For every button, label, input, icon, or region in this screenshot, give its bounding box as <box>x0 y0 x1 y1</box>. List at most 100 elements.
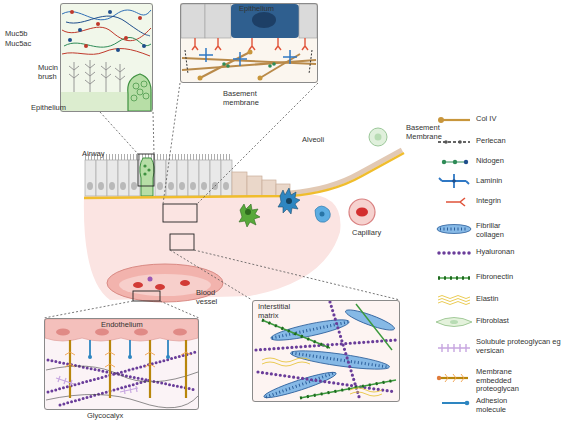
legend-label: Solubule proteoglycan eg versican <box>476 338 562 355</box>
interstitial-inset-art <box>262 320 330 348</box>
interstitial-inset-art <box>300 380 396 398</box>
zoom-leaders <box>160 301 199 318</box>
mucus-inset-art <box>108 10 112 14</box>
legend-samples <box>438 296 470 305</box>
glycocalyx-inset-art <box>185 340 187 398</box>
transition-epithelium <box>290 150 402 193</box>
airway-epithelium <box>118 160 129 196</box>
glycocalyx-inset-art <box>173 329 187 336</box>
capillary <box>349 199 375 225</box>
basement-inset-art <box>248 50 253 55</box>
inset-label: Muc5b <box>5 30 28 39</box>
interstitial-inset: Interstitial matrix <box>252 300 400 402</box>
basement-inset-art <box>268 64 272 68</box>
glycocalyx-inset-art <box>88 355 92 359</box>
legend-samples <box>438 344 470 352</box>
glycocalyx-inset-art <box>44 318 199 410</box>
interstitial-inset-art <box>262 320 330 348</box>
legend-samples <box>458 140 462 144</box>
airway-epithelium <box>190 182 196 190</box>
airway-epithelium <box>109 182 115 190</box>
basement-inset-art <box>309 50 312 74</box>
airway-epithelium <box>143 164 146 167</box>
blood-vessel <box>155 284 165 290</box>
immune-cells <box>278 188 300 214</box>
glycocalyx-inset-art <box>56 376 74 386</box>
interstitial-inset-art <box>356 304 392 350</box>
airway-epithelium <box>188 160 199 196</box>
region-label: Capillary <box>352 229 381 238</box>
mucus-inset-art <box>84 44 88 48</box>
glycocalyx-inset-art <box>149 340 151 398</box>
basement-inset-art <box>192 38 308 50</box>
basement-inset-art <box>222 62 226 66</box>
legend-samples <box>436 318 472 327</box>
transition-epithelium <box>262 180 276 196</box>
glycocalyx-inset-art <box>56 329 70 336</box>
airway-epithelium <box>223 182 229 190</box>
legend-label: Fibrillar collagen <box>476 222 516 239</box>
glycocalyx-inset-art <box>65 352 191 367</box>
legend-label: Perlecan <box>476 137 506 146</box>
basement-membrane-inset: EpitheliumBasement membrane <box>180 3 318 83</box>
legend-samples <box>452 179 456 183</box>
airway-epithelium <box>177 160 188 196</box>
mucus-inset-art <box>62 49 150 56</box>
glycocalyx-inset-art <box>89 340 91 356</box>
airway-epithelium <box>85 157 232 196</box>
legend-samples <box>439 174 469 188</box>
airway-epithelium <box>107 160 118 196</box>
airway-epithelium <box>201 182 207 190</box>
interstitial-inset-art <box>262 306 396 401</box>
blood-vessel <box>180 280 190 286</box>
mucus-inset-art <box>128 74 151 111</box>
basement-inset-art <box>198 76 203 81</box>
airway-epithelium <box>96 160 107 196</box>
legend-samples <box>442 160 457 164</box>
airway-epithelium <box>120 182 126 190</box>
airway-epithelium <box>179 182 185 190</box>
basement-inset-art <box>302 38 308 50</box>
legend-samples <box>436 117 472 405</box>
blood-vessel <box>133 282 143 288</box>
glycocalyx-inset-art <box>56 329 187 336</box>
inset-caption: Muc5ac <box>5 40 31 49</box>
legend-samples <box>450 320 458 324</box>
interstitial-inset-art <box>258 372 396 392</box>
mucus-inset-art <box>133 83 139 89</box>
basement-inset-art <box>205 4 231 38</box>
interstitial-inset-art <box>262 320 396 398</box>
basement-inset-art <box>181 4 205 38</box>
basement-inset-art <box>192 38 198 50</box>
zoom-frames <box>170 234 194 250</box>
mucus-inset-art <box>138 16 142 20</box>
basement-inset-art <box>215 38 221 50</box>
transition-epithelium <box>232 128 402 196</box>
airway-epithelium <box>85 154 232 160</box>
interstitial-inset-art <box>292 353 388 367</box>
glycocalyx-inset-art <box>134 329 148 336</box>
interstitial-inset-art <box>262 362 310 366</box>
mucus-inset-art <box>96 22 100 26</box>
legend-samples <box>439 174 469 188</box>
legend-label: Laminin <box>476 177 502 186</box>
glycocalyx-inset-art <box>46 366 198 382</box>
airway-epithelium <box>210 160 221 196</box>
immune-cells <box>315 206 330 222</box>
basement-inset-art <box>226 64 230 68</box>
legend-label: Adhesion molecule <box>476 397 526 414</box>
interstitial-inset-art <box>252 300 400 402</box>
basement-inset-art <box>299 4 317 38</box>
basement-inset-art <box>180 3 318 83</box>
mucus-inset-art <box>137 89 143 95</box>
capillary <box>349 199 375 225</box>
mucus-inset-art <box>70 10 74 14</box>
transition-epithelium <box>232 172 290 196</box>
zoom-leaders <box>194 250 400 300</box>
region-label: Basement Membrane <box>406 124 448 141</box>
legend-samples <box>440 228 468 231</box>
airway-epithelium <box>155 160 166 196</box>
legend-samples <box>442 160 446 164</box>
zoom-leaders <box>153 112 154 154</box>
